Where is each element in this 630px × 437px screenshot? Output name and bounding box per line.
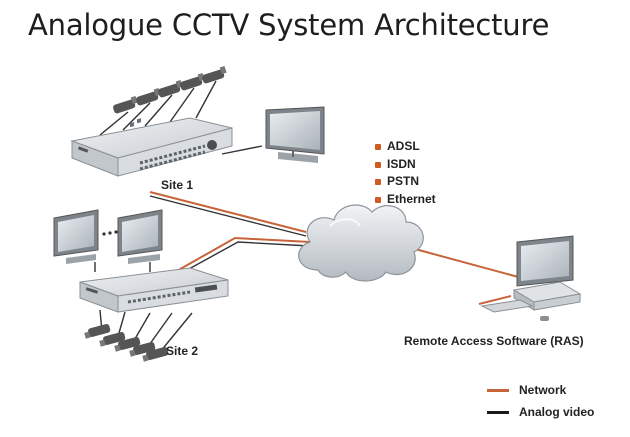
ellipsis-dots bbox=[102, 230, 118, 236]
camera-icon bbox=[142, 346, 169, 362]
connection-type-list: ADSL ISDN PSTN Ethernet bbox=[375, 138, 436, 208]
camera-icon bbox=[158, 79, 183, 98]
network-links bbox=[149, 191, 523, 305]
site1-label: Site 1 bbox=[161, 178, 194, 192]
bullet-icon bbox=[375, 196, 381, 203]
site2-cameras bbox=[84, 323, 169, 362]
camera-icon bbox=[84, 323, 111, 339]
connection-type-item: ADSL bbox=[375, 138, 436, 156]
bullet-icon bbox=[375, 144, 381, 150]
analog-links bbox=[94, 80, 311, 353]
network-link-site2-cloud bbox=[174, 236, 311, 273]
camera-icon bbox=[136, 87, 161, 106]
analog-swatch bbox=[487, 410, 509, 414]
legend-label: Network bbox=[519, 383, 567, 397]
camera-icon bbox=[113, 95, 138, 114]
bullet-icon bbox=[375, 179, 381, 185]
camera-icon bbox=[99, 331, 126, 347]
connection-type-item: Ethernet bbox=[375, 191, 436, 209]
legend: Network Analog video bbox=[487, 381, 594, 425]
network-swatch bbox=[487, 388, 509, 392]
site2-monitor-left-icon bbox=[53, 209, 99, 264]
remote-pc-icon bbox=[480, 235, 582, 321]
network-link-site1-cloud bbox=[149, 191, 307, 233]
camera-icon bbox=[180, 72, 205, 91]
site1-cameras bbox=[113, 65, 227, 114]
network-link-ras-pc bbox=[478, 295, 512, 305]
site1-dvr-icon bbox=[70, 117, 233, 177]
site2-monitor-right-icon bbox=[117, 209, 163, 264]
network-link-cloud-ras bbox=[414, 248, 523, 279]
camera-icon bbox=[202, 65, 227, 84]
bullet-icon bbox=[375, 161, 381, 168]
connection-type-item: ISDN bbox=[375, 156, 436, 174]
diagram-title: Analogue CCTV System Architecture bbox=[28, 8, 550, 42]
internet-cloud-icon bbox=[298, 204, 424, 282]
camera-icon bbox=[129, 341, 156, 357]
remote-access-label: Remote Access Software (RAS) bbox=[404, 334, 584, 348]
legend-item-analog: Analog video bbox=[487, 403, 594, 421]
site2-dvr-icon bbox=[79, 267, 229, 313]
legend-label: Analog video bbox=[519, 405, 595, 419]
site2-label: Site 2 bbox=[166, 344, 199, 358]
camera-icon bbox=[114, 336, 141, 352]
connection-type-item: PSTN bbox=[375, 173, 436, 191]
legend-item-network: Network bbox=[487, 381, 594, 399]
site1-monitor-icon bbox=[265, 106, 325, 163]
